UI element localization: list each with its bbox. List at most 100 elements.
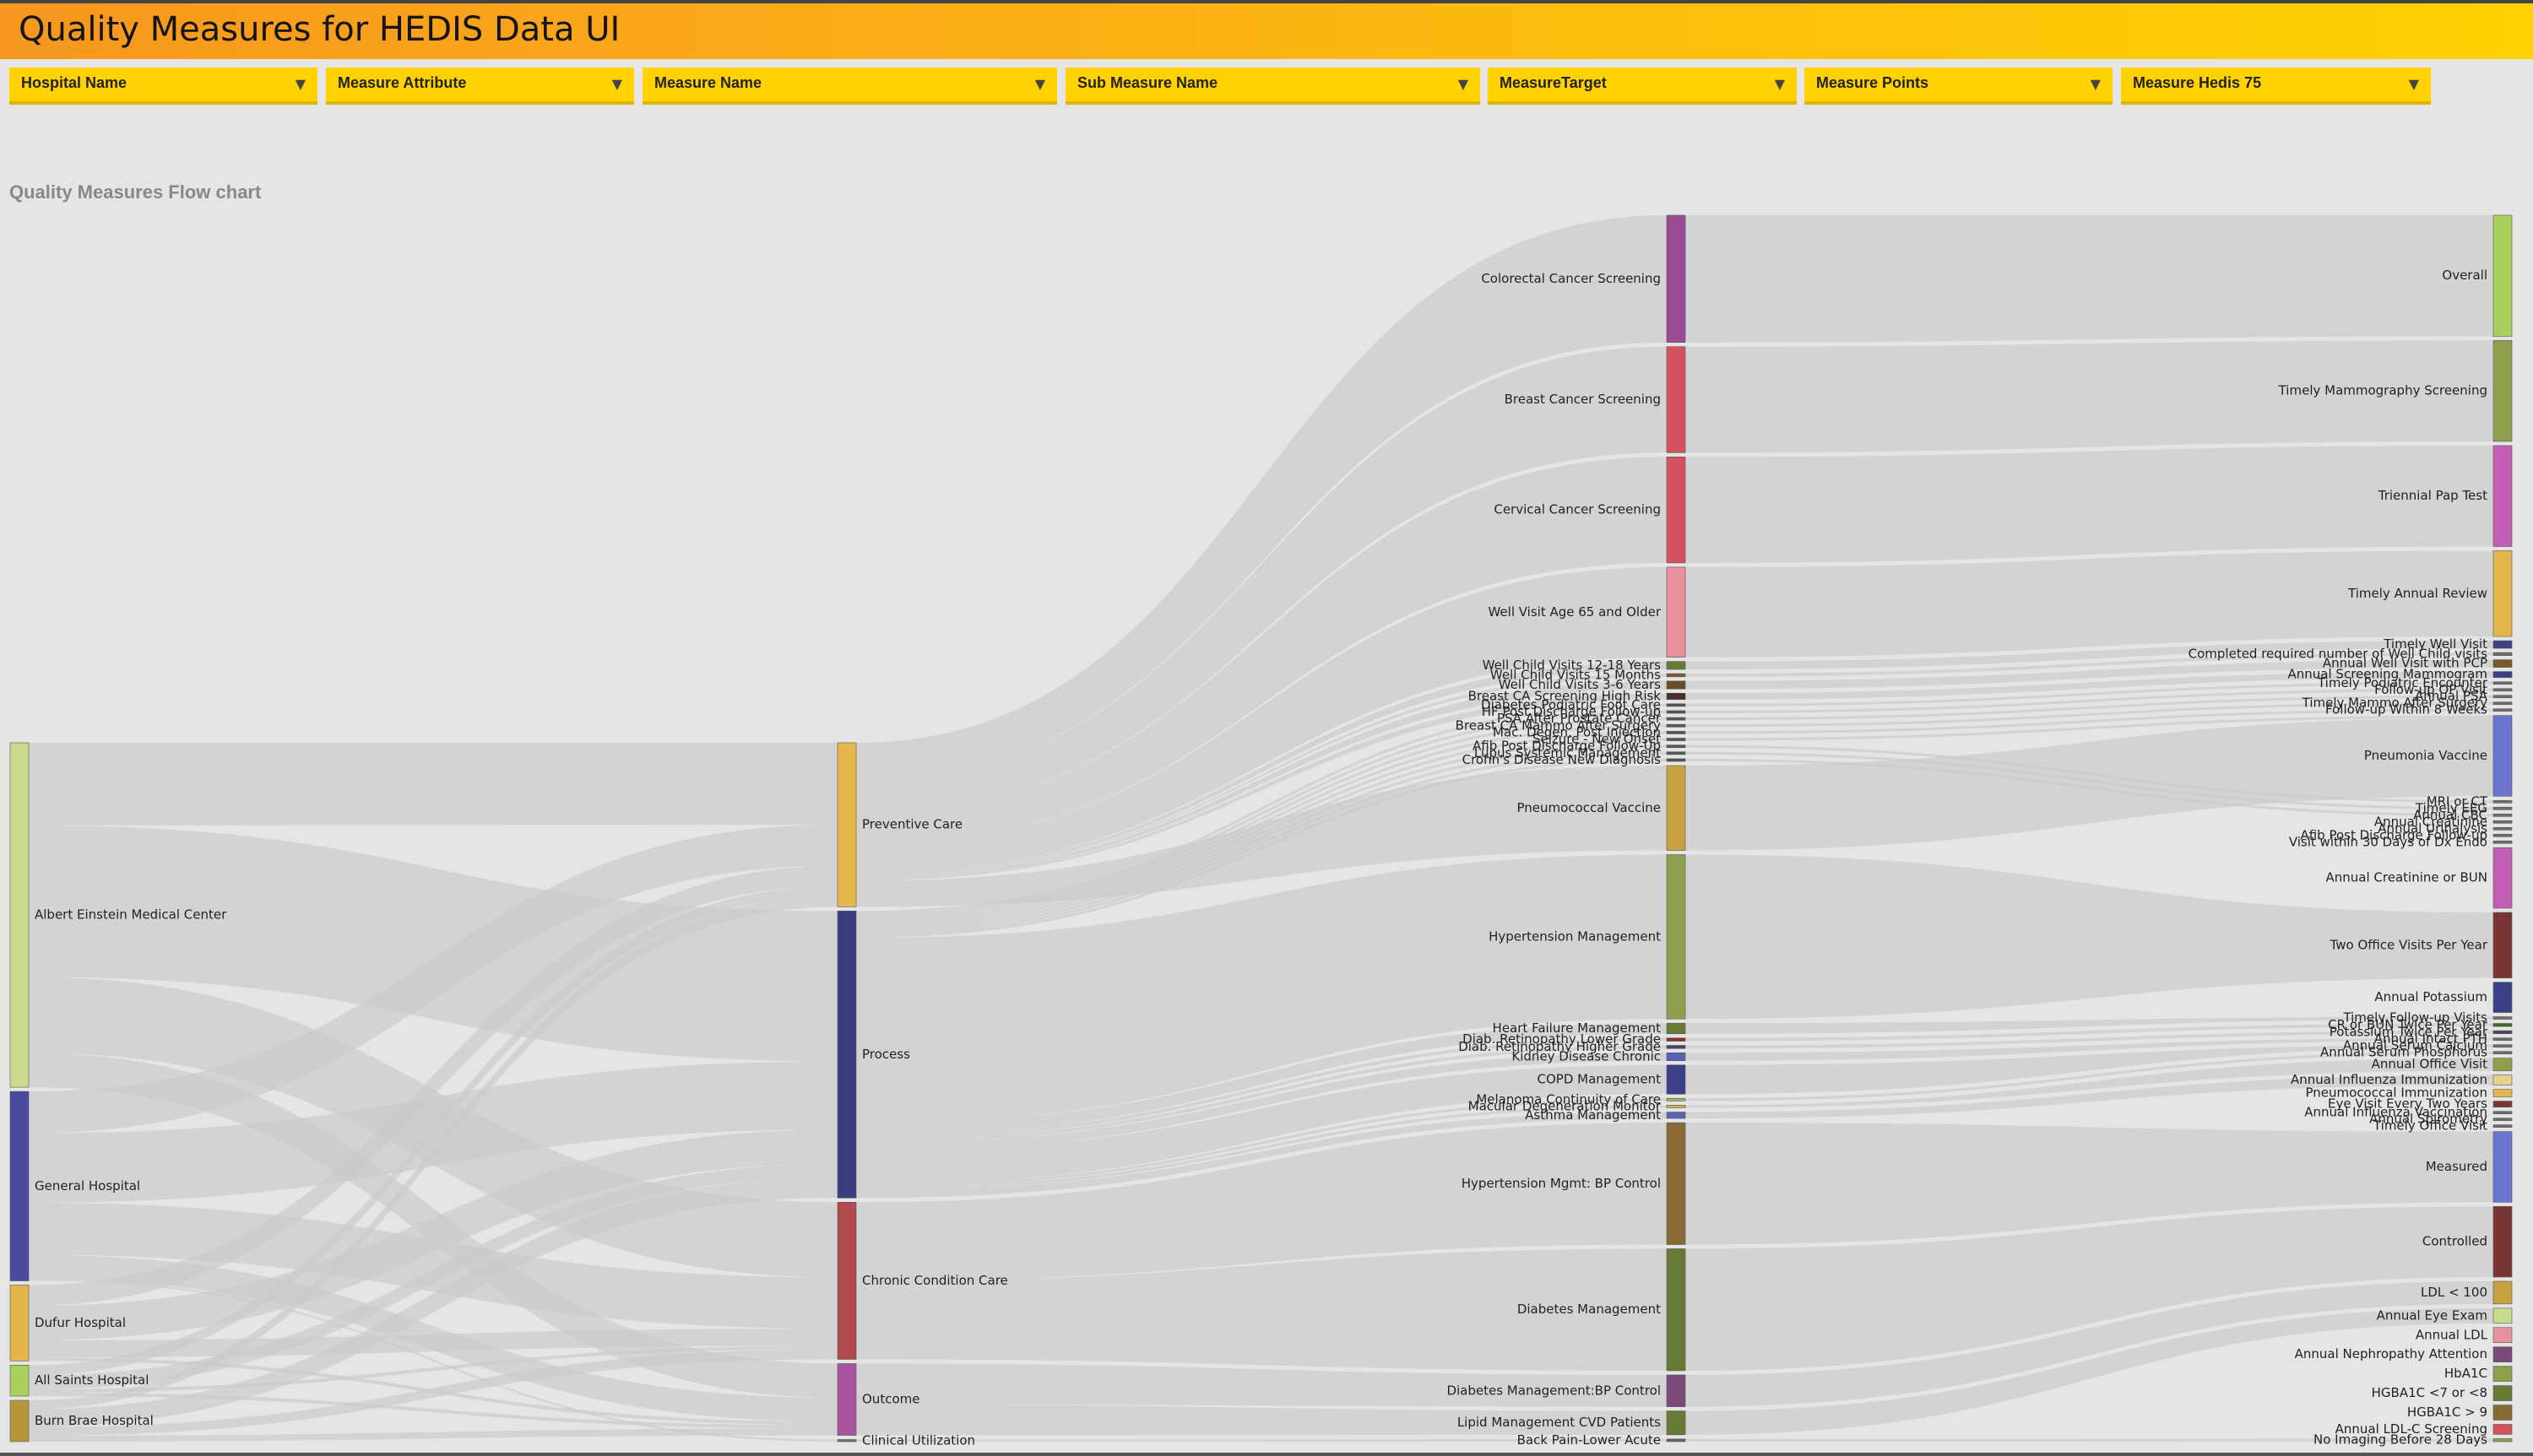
sankey-node[interactable] — [2492, 814, 2513, 817]
sankey-node[interactable] — [1666, 731, 1686, 734]
sankey-node[interactable] — [1666, 1097, 1686, 1101]
sankey-node[interactable] — [1666, 1438, 1686, 1442]
sankey-node[interactable] — [2492, 1101, 2513, 1107]
sankey-node[interactable] — [2492, 701, 2513, 706]
sankey-node[interactable] — [1666, 680, 1686, 690]
sankey-node[interactable] — [2492, 1051, 2513, 1054]
sankey-node[interactable] — [837, 910, 857, 1199]
sankey-node-label: Well Child Visits 3-6 Years — [1499, 677, 1661, 692]
sankey-node[interactable] — [1666, 751, 1686, 755]
sankey-node[interactable] — [1666, 661, 1686, 670]
filter-sub-measure-name[interactable]: Sub Measure Name ▼ — [1066, 68, 1480, 105]
sankey-node[interactable] — [2492, 820, 2513, 824]
sankey-node[interactable] — [1666, 738, 1686, 741]
sankey-node[interactable] — [2492, 1058, 2513, 1071]
sankey-node[interactable] — [9, 1091, 30, 1281]
sankey-node[interactable] — [9, 1365, 30, 1397]
sankey-node[interactable] — [1666, 1112, 1686, 1119]
sankey-node[interactable] — [1666, 1045, 1686, 1049]
sankey-node[interactable] — [2492, 1111, 2513, 1114]
sankey-node[interactable] — [2492, 550, 2513, 637]
filter-measure-points[interactable]: Measure Points ▼ — [1804, 68, 2113, 105]
sankey-node[interactable] — [2492, 1280, 2513, 1305]
sankey-node[interactable] — [2492, 800, 2513, 804]
sankey-node[interactable] — [1666, 566, 1686, 658]
sankey-node[interactable] — [2492, 1327, 2513, 1344]
sankey-node[interactable] — [2492, 1023, 2513, 1027]
sankey-node[interactable] — [2492, 982, 2513, 1013]
sankey-node[interactable] — [837, 742, 857, 907]
sankey-node[interactable] — [2492, 1438, 2513, 1442]
sankey-node[interactable] — [1666, 1064, 1686, 1095]
sankey-node[interactable] — [9, 1285, 30, 1361]
sankey-node[interactable] — [2492, 847, 2513, 909]
sankey-node[interactable] — [2492, 214, 2513, 337]
sankey-node[interactable] — [837, 1439, 857, 1442]
sankey-node[interactable] — [2492, 1074, 2513, 1085]
sankey-node[interactable] — [2492, 1424, 2513, 1435]
sankey-node[interactable] — [1666, 717, 1686, 721]
sankey-link — [1685, 717, 2493, 851]
sankey-node[interactable] — [2492, 1346, 2513, 1362]
sankey-node[interactable] — [1666, 744, 1686, 749]
sankey-node[interactable] — [1666, 1374, 1686, 1407]
sankey-node[interactable] — [1666, 1022, 1686, 1035]
filter-measure-target[interactable]: MeasureTarget ▼ — [1488, 68, 1797, 105]
sankey-node[interactable] — [1666, 710, 1686, 714]
sankey-node[interactable] — [2492, 1037, 2513, 1041]
sankey-node[interactable] — [2492, 1089, 2513, 1097]
filter-measure-hedis-75[interactable]: Measure Hedis 75 ▼ — [2121, 68, 2431, 105]
sankey-node[interactable] — [2492, 833, 2513, 837]
sankey-node[interactable] — [1666, 346, 1686, 453]
sankey-node[interactable] — [9, 1399, 30, 1442]
sankey-node[interactable] — [1666, 1248, 1686, 1372]
sankey-node[interactable] — [2492, 1405, 2513, 1421]
sankey-node[interactable] — [1666, 1105, 1686, 1108]
sankey-node[interactable] — [1666, 214, 1686, 344]
sankey-node[interactable] — [1666, 765, 1686, 851]
sankey-node[interactable] — [2492, 1366, 2513, 1382]
sankey-node[interactable] — [2492, 340, 2513, 442]
sankey-node[interactable] — [2492, 1016, 2513, 1020]
sankey-node[interactable] — [2492, 807, 2513, 810]
sankey-node[interactable] — [1666, 1410, 1686, 1436]
sankey-node[interactable] — [2492, 912, 2513, 978]
sankey-node[interactable] — [2492, 1206, 2513, 1278]
sankey-node[interactable] — [1666, 854, 1686, 1020]
sankey-node[interactable] — [1666, 758, 1686, 762]
sankey-node[interactable] — [1666, 1037, 1686, 1042]
sankey-node[interactable] — [2492, 688, 2513, 692]
filter-measure-attribute[interactable]: Measure Attribute ▼ — [326, 68, 634, 105]
sankey-node[interactable] — [1666, 703, 1686, 707]
sankey-node[interactable] — [2492, 1118, 2513, 1121]
filter-measure-name[interactable]: Measure Name ▼ — [643, 68, 1057, 105]
sankey-node[interactable] — [2492, 445, 2513, 547]
sankey-node[interactable] — [1666, 723, 1686, 728]
sankey-node[interactable] — [2492, 652, 2513, 656]
sankey-node[interactable] — [2492, 1131, 2513, 1203]
sankey-node[interactable] — [2492, 659, 2513, 668]
sankey-node[interactable] — [837, 1202, 857, 1360]
sankey-node-label: Annual LDL — [2416, 1327, 2488, 1342]
sankey-node[interactable] — [9, 742, 30, 1088]
sankey-node[interactable] — [2492, 826, 2513, 831]
sankey-node[interactable] — [2492, 715, 2513, 797]
sankey-node[interactable] — [2492, 671, 2513, 679]
sankey-node[interactable] — [2492, 1044, 2513, 1047]
sankey-node[interactable] — [1666, 1052, 1686, 1062]
sankey-node[interactable] — [2492, 681, 2513, 685]
sankey-node[interactable] — [837, 1363, 857, 1436]
sankey-node[interactable] — [1666, 673, 1686, 678]
sankey-node[interactable] — [2492, 695, 2513, 699]
sankey-node[interactable] — [1666, 692, 1686, 701]
sankey-node[interactable] — [1666, 457, 1686, 564]
sankey-node[interactable] — [2492, 1307, 2513, 1324]
sankey-node[interactable] — [2492, 708, 2513, 712]
sankey-node[interactable] — [2492, 640, 2513, 649]
filter-hospital-name[interactable]: Hospital Name ▼ — [9, 68, 317, 105]
sankey-node[interactable] — [2492, 1385, 2513, 1401]
sankey-node[interactable] — [2492, 840, 2513, 844]
sankey-node[interactable] — [1666, 1122, 1686, 1245]
sankey-node[interactable] — [2492, 1030, 2513, 1034]
sankey-node[interactable] — [2492, 1124, 2513, 1128]
